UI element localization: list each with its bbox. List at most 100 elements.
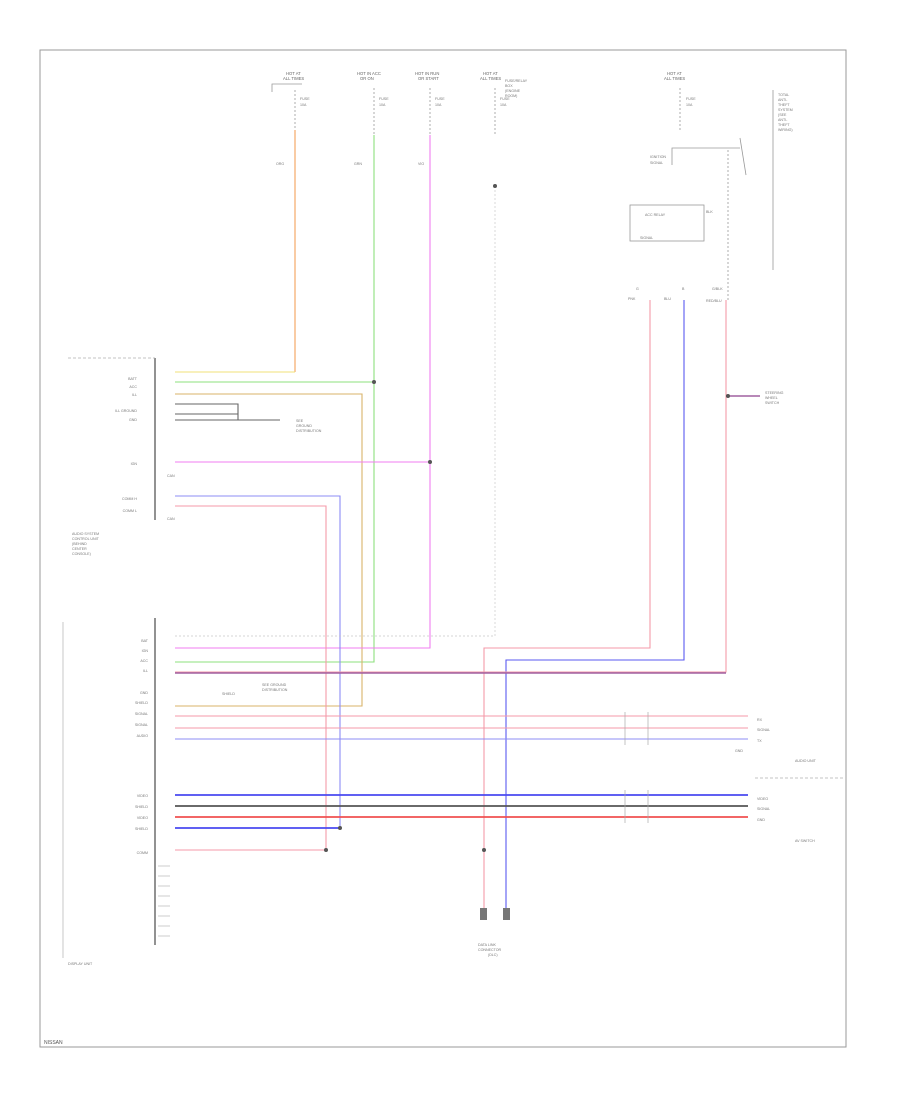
data-link-connector: DATA LINK CONNECTOR (DLC)	[478, 943, 501, 957]
av-switch: VIDEO SIGNAL GND AV SWITCH	[757, 797, 815, 843]
dlc-pin-1	[480, 908, 487, 920]
wire-right-redblu	[175, 300, 727, 673]
upper-name-5: CONSOLE)	[72, 552, 91, 556]
dlc-label-3: (DLC)	[488, 953, 498, 957]
upper-name-3: (BEHIND	[72, 542, 87, 546]
audio-pin-2: TX	[757, 739, 762, 743]
ignition-relay-block: IGNITION SIGNAL ACC RELAY SIGNAL BLK	[629, 137, 747, 300]
display-pin-7: SIGNAL	[135, 723, 148, 727]
inline-connector	[624, 712, 649, 823]
audio-pin-0: RX	[757, 718, 763, 722]
upper-pin-2: ILL	[132, 393, 137, 397]
av-switch-name: AV SWITCH	[795, 839, 815, 843]
dlc-pin-2	[503, 908, 510, 920]
fuse-block-note-4: ROOM)	[505, 94, 517, 98]
display-ground-note-1: SEE GROUND	[262, 683, 287, 687]
upper-name-2: CONTROL UNIT	[72, 537, 100, 541]
fuse-2-wire: GRN	[354, 162, 362, 166]
display-empty-pins	[158, 865, 170, 937]
wire-green	[175, 135, 375, 383]
display-pin-2: ACC	[140, 659, 148, 663]
audio-unit-name: AUDIO UNIT	[795, 759, 817, 763]
right-wire-redblu: RED/BLU	[706, 299, 722, 303]
display-pin-12: SHIELD	[135, 827, 148, 831]
fuse-4: HOT AT ALL TIMES FUSE 10A FUSE/RELAY BOX…	[480, 71, 528, 135]
fuse-1-wire: ORG	[276, 162, 284, 166]
splice-dot-4	[726, 394, 730, 398]
display-shield-label: SHIELD	[222, 692, 235, 696]
display-pin-9: VIDEO	[137, 794, 148, 798]
fuse-3: HOT IN RUN OR START FUSE 10A VIO	[415, 71, 445, 166]
audio-pin-1: SIGNAL	[757, 728, 770, 732]
av-pin-2: GND	[757, 818, 765, 822]
splice-dots	[324, 184, 730, 852]
wire-green-down	[175, 382, 375, 663]
right-side-note: TOTAL ANTI- THEFT SYSTEM (SEE ANTI- THEF…	[772, 90, 793, 270]
upper-ground-ref-2: GROUND	[296, 424, 312, 428]
fuse-4-rating: 10A	[500, 103, 507, 107]
wire-violet	[175, 135, 431, 463]
right-wire-pnk: PNK	[628, 297, 636, 301]
upper-pin-3: ILL GROUND	[115, 409, 137, 413]
fuse-3-header-2: OR START	[418, 76, 439, 81]
dlc-label-1: DATA LINK	[478, 943, 496, 947]
right-note-4: SYSTEM	[778, 108, 793, 112]
upper-name-1: AUDIO SYSTEM	[72, 532, 99, 536]
audio-unit: RX SIGNAL TX GND AUDIO UNIT	[735, 718, 843, 779]
relay-signal-label: SIGNAL	[640, 236, 653, 240]
upper-pin-0: BATT	[128, 377, 138, 381]
footer-brand: NISSAN	[44, 1040, 63, 1046]
fuse-4-header: HOT AT	[483, 71, 498, 76]
fuse-1-header-2: ALL TIMES	[283, 76, 304, 81]
relay-wire-tag: BLK	[706, 210, 713, 214]
upper-pin-6: COMM H	[122, 497, 137, 501]
display-ground-note-2: DISTRIBUTION	[262, 688, 288, 692]
splice-label-2: B	[682, 287, 685, 291]
upper-can-note: CAN	[167, 474, 175, 478]
fuse-4-header-2: ALL TIMES	[480, 76, 501, 81]
fuse-3-name: FUSE	[435, 97, 445, 101]
fuse-block-note-3: (ENGINE	[505, 89, 521, 93]
display-pin-8: AUDIO	[137, 734, 149, 738]
fuse-2-name: FUSE	[379, 97, 389, 101]
wire-right-blue	[505, 300, 685, 910]
fuse-5-header: HOT AT	[667, 71, 682, 76]
signal-label: SIGNAL	[650, 161, 663, 165]
right-note-6: ANTI-	[778, 118, 788, 122]
wire-pink-comm	[175, 505, 327, 851]
display-pin-10: SHIELD	[135, 805, 148, 809]
steering-switch-1: STEERING	[765, 391, 784, 395]
audio-pin-3: GND	[735, 749, 743, 753]
acc-relay-label: ACC RELAY	[645, 213, 666, 217]
av-pin-0: VIDEO	[757, 797, 768, 801]
steering-switch-2: WHEEL	[765, 396, 778, 400]
steering-switch-3: SWITCH	[765, 401, 780, 405]
wire-black-1	[175, 403, 239, 420]
wire-blue-comm	[175, 495, 341, 826]
fuse-2-header-2: OR ON	[360, 76, 374, 81]
wire-violet-down	[175, 462, 431, 649]
splice-dot-6	[338, 826, 342, 830]
splice-dot-1	[372, 380, 376, 384]
ignition-label: IGNITION	[650, 155, 666, 159]
upper-ground-ref-1: SEE	[296, 419, 304, 423]
fuse-3-rating: 10A	[435, 103, 442, 107]
right-note-8: WIRING)	[778, 128, 793, 132]
right-note-2: ANTI-	[778, 98, 788, 102]
wire-fuse4-dashed	[175, 190, 496, 637]
fuse-block-note-1: FUSE/RELAY	[505, 79, 528, 83]
upper-pin-5: IGN	[131, 462, 138, 466]
upper-can-note-2: CAN	[167, 517, 175, 521]
right-note-1: TOTAL	[778, 93, 789, 97]
display-unit: BAT IGN ACC ILL GND SHIELD SIGNAL SIGNAL…	[62, 618, 288, 966]
splice-dot-5	[324, 848, 328, 852]
wires	[175, 130, 760, 910]
splice-label-3: G/BLK	[712, 287, 723, 291]
display-pin-4: GND	[140, 691, 148, 695]
display-pin-1: IGN	[142, 649, 149, 653]
fuse-4-name: FUSE	[500, 97, 510, 101]
dlc-label-2: CONNECTOR	[478, 948, 501, 952]
upper-pin-7: COMM L	[123, 509, 137, 513]
fuse-2: HOT IN ACC OR ON FUSE 10A GRN	[354, 71, 389, 166]
